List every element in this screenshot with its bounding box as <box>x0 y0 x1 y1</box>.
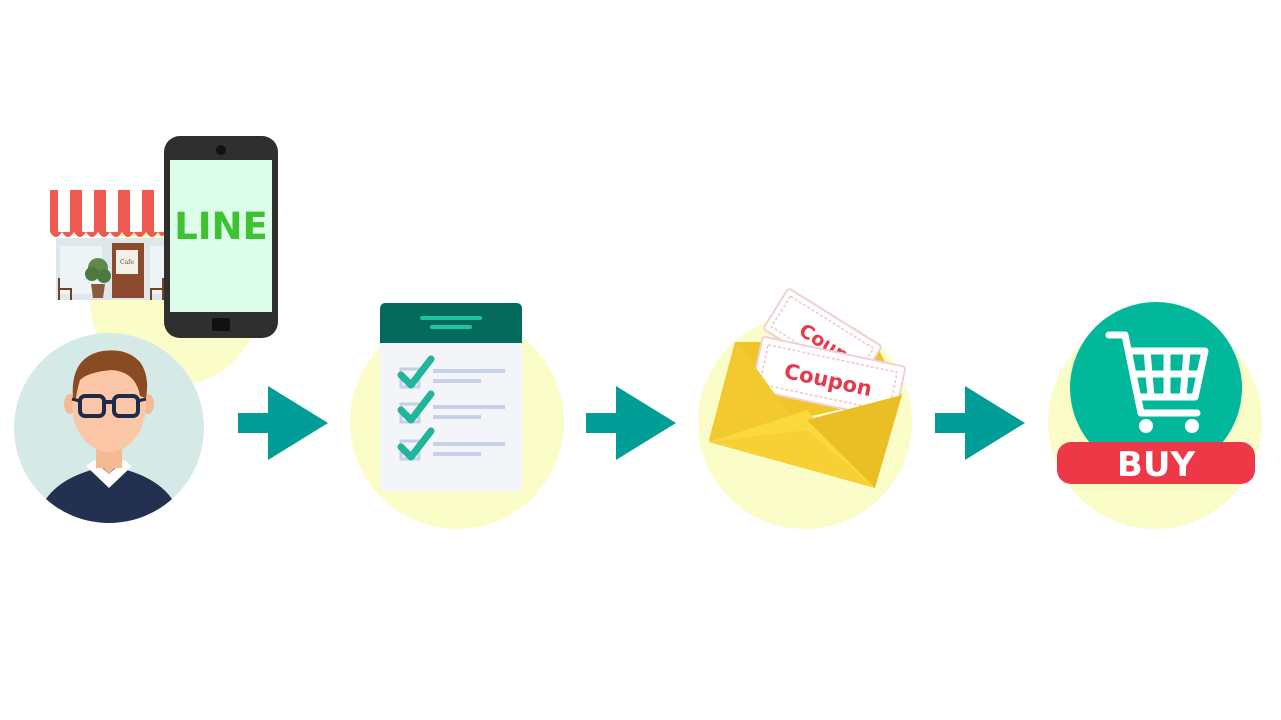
checklist-row-1 <box>397 355 505 389</box>
shopping-cart-buy-icon: BUY <box>1048 302 1262 529</box>
survey-checklist-icon <box>350 303 564 529</box>
flow-arrow-3 <box>935 386 1027 460</box>
checklist-row-3 <box>397 427 505 461</box>
coupon-ticket-front: Coupon <box>751 336 906 421</box>
customer-avatar-icon <box>14 333 204 523</box>
cart-icon <box>1105 331 1209 417</box>
arrow-right-icon <box>586 386 676 460</box>
buy-banner <box>1057 442 1255 484</box>
shop-sign: Cafe <box>120 259 134 266</box>
coupon-envelope-icon: Coupon Coupon <box>698 288 912 529</box>
step-customer: Cafe <box>0 0 290 540</box>
flow-arrow-2 <box>586 386 678 460</box>
step-coupon: Coupon Coupon <box>695 280 920 535</box>
buy-label: BUY <box>1117 445 1196 485</box>
arrow-right-icon <box>935 386 1025 460</box>
checklist-row-2 <box>397 390 505 424</box>
customer-line-illustration: Cafe <box>14 136 278 523</box>
flow-arrow-1 <box>238 386 330 460</box>
shop-icon: Cafe <box>50 190 166 300</box>
step-buy: BUY <box>1045 295 1270 535</box>
step-survey <box>345 295 570 535</box>
line-brand-text: LINE <box>174 205 268 248</box>
arrow-right-icon <box>238 386 328 460</box>
smartphone-icon: LINE <box>164 136 278 338</box>
